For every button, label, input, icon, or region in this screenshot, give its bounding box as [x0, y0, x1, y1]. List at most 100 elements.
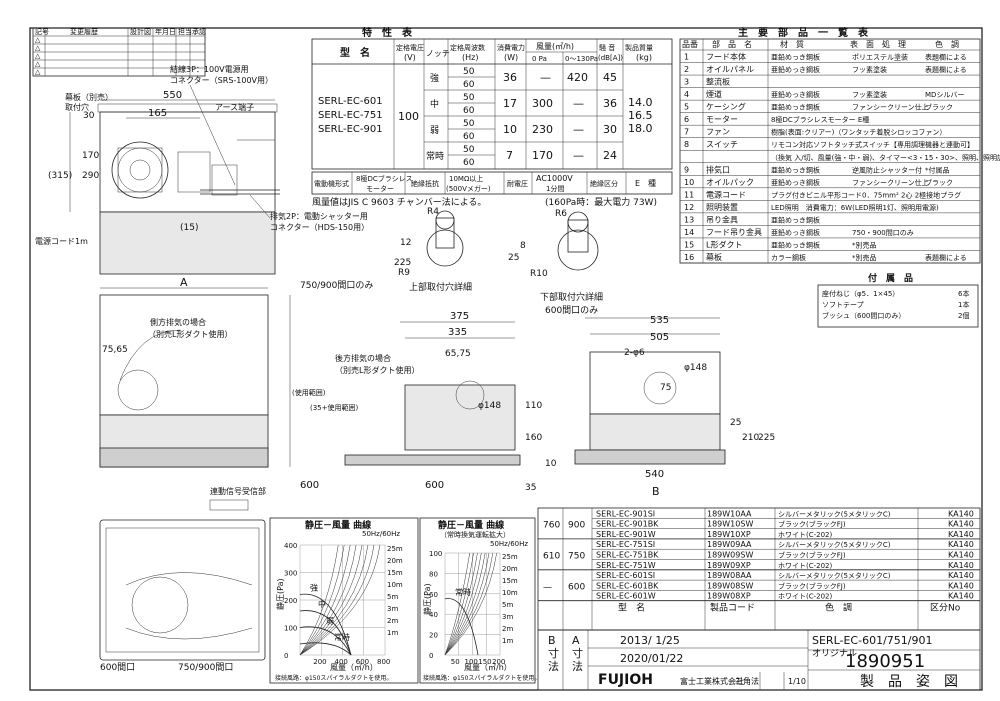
variant-class: KA140	[948, 551, 974, 560]
part-name: 煙道	[706, 89, 722, 99]
variant-b-dim: 760	[543, 520, 560, 530]
svg-text:75: 75	[660, 383, 671, 393]
duct-curve	[299, 544, 339, 656]
back-view: 535 505 2-φ6 φ148 75 25 210 225 540 B	[574, 315, 775, 498]
svg-text:45: 45	[603, 71, 617, 84]
notch-strong: 強	[430, 72, 439, 84]
curve-xtick: 600	[356, 658, 369, 666]
svg-text:1分間: 1分間	[546, 184, 564, 193]
part-material: 8極DCブラシレスモーター E種	[771, 115, 869, 124]
part-material: 亜鉛めっき鋼板	[771, 65, 820, 74]
duct-label: 5m	[502, 601, 513, 609]
svg-text:335: 335	[448, 327, 467, 338]
svg-text:35: 35	[525, 483, 536, 493]
svg-text:電動機形式: 電動機形式	[314, 179, 349, 188]
svg-text:10: 10	[503, 123, 517, 136]
svg-text:300: 300	[532, 97, 553, 110]
part-no: 14	[684, 228, 694, 237]
part-material: LED照明 消費電力：6W(LED照明1灯、照明用電源)	[771, 203, 939, 212]
svg-text:(15): (15)	[180, 223, 198, 233]
curve-ytick: 300	[284, 570, 297, 578]
duct-label: 15m	[387, 569, 403, 577]
svg-text:2個: 2個	[958, 311, 969, 320]
bottom-view: 連動信号受信部 600間口 750/900間口	[99, 486, 266, 673]
part-no: 9	[684, 165, 689, 174]
variants-h-color: 色 調	[825, 602, 852, 614]
variant-class: KA140	[948, 520, 974, 529]
duct-curve	[299, 544, 351, 656]
variant-class: KA140	[948, 571, 974, 580]
issue-date: 2013/ 1/25	[620, 634, 680, 647]
svg-text:ブッシュ（600間口のみ）: ブッシュ（600間口のみ）	[822, 311, 905, 320]
rev-col-approve: 承認	[192, 27, 206, 36]
part-finish: ファンシークリーン仕上	[852, 178, 929, 187]
projection: 三角法	[735, 676, 759, 686]
mass-901: 18.0	[628, 122, 653, 135]
svg-text:(kg): (kg)	[636, 53, 652, 62]
variant-color: シルバーメタリック(5メタリックC)	[778, 509, 891, 518]
variant-class: KA140	[948, 581, 974, 590]
duct-label: 10m	[387, 581, 403, 589]
svg-text:600: 600	[300, 480, 319, 491]
svg-text:—: —	[573, 123, 584, 136]
svg-text:165: 165	[148, 108, 167, 119]
a-dim-label: A	[572, 634, 580, 647]
scale: 1/10	[788, 677, 806, 686]
svg-text:△: △	[35, 36, 41, 44]
variant-a-dim: 750	[568, 551, 585, 561]
svg-text:製品質量: 製品質量	[625, 43, 653, 52]
duct-label: 3m	[387, 605, 398, 613]
front-view: A 75,65 600 (使用範囲) (35+使用範囲) 側方排気の場合 （別売…	[99, 276, 359, 491]
part-name: フード本体	[706, 52, 746, 62]
duct-curve	[444, 552, 474, 656]
duct-label: 1m	[502, 637, 513, 645]
curve-right-title: 静圧－風量 曲線	[438, 519, 504, 531]
svg-text:12: 12	[400, 238, 411, 248]
svg-text:1本: 1本	[958, 300, 969, 309]
usable-range: (使用範囲)	[292, 388, 326, 397]
variant-class: KA140	[948, 530, 974, 539]
spec-h-q0: 0 Pa	[532, 55, 547, 63]
variant-model: SERL-EC-751SI	[596, 540, 655, 549]
svg-text:φ148: φ148	[478, 401, 501, 411]
side-exhaust-label2: （別売L形ダクト使用）	[148, 329, 232, 339]
svg-text:8: 8	[520, 241, 526, 251]
part-material: リモコン対応ソフトタッチ式スイッチ【専用調理機器と連動可】	[771, 140, 974, 149]
svg-text:(W): (W)	[504, 53, 518, 62]
variants-h-class: 区分No	[930, 603, 961, 614]
svg-text:25: 25	[508, 253, 519, 263]
svg-text:定格周波数: 定格周波数	[450, 43, 485, 52]
duct-curve	[444, 552, 482, 656]
spec-table: 特 性 表 型 名 定格電圧(V) ノッチ 定格周波数(Hz) 消費電力(W) …	[311, 26, 673, 208]
curve-xtick: 50	[451, 658, 460, 666]
variant-color: シルバーメタリック(5メタリックC)	[778, 540, 891, 549]
svg-text:絶縁抵抗: 絶縁抵抗	[411, 179, 439, 188]
duct-curve	[444, 552, 490, 656]
mount-hole-detail-bottom: R6 25 8 R10 下部取付穴詳細 600間口のみ	[508, 209, 603, 316]
duct-curve	[299, 544, 381, 656]
curve-left-title: 静圧－風量 曲線	[305, 519, 371, 531]
frontage-750-900: 750/900間口	[178, 662, 233, 673]
part-color: ブラック	[925, 178, 953, 187]
duct-curve	[299, 544, 363, 656]
mount-detail-top-label: 上部取付穴詳細	[409, 281, 472, 293]
svg-text:420: 420	[567, 71, 588, 84]
part-name: 吊り金具	[706, 214, 738, 224]
parts-row: （換気 入/切、風量(強・中・弱)、タイマー<3・15・30>、照明、照明調光）	[771, 153, 1000, 162]
part-name: 幕板	[706, 252, 722, 262]
svg-text:法: 法	[548, 659, 559, 673]
title-model: SERL-EC-601/751/901	[812, 634, 932, 647]
part-finish: ポリエステル塗装	[852, 53, 908, 62]
variant-b-dim: 610	[543, 551, 560, 561]
model-751: SERL-EC-751	[318, 110, 383, 121]
duct-curve	[299, 544, 357, 656]
svg-text:(315): (315)	[48, 171, 72, 181]
mount-detail-bottom-label: 下部取付穴詳細	[540, 291, 603, 303]
curve-xtick: 200	[313, 658, 326, 666]
